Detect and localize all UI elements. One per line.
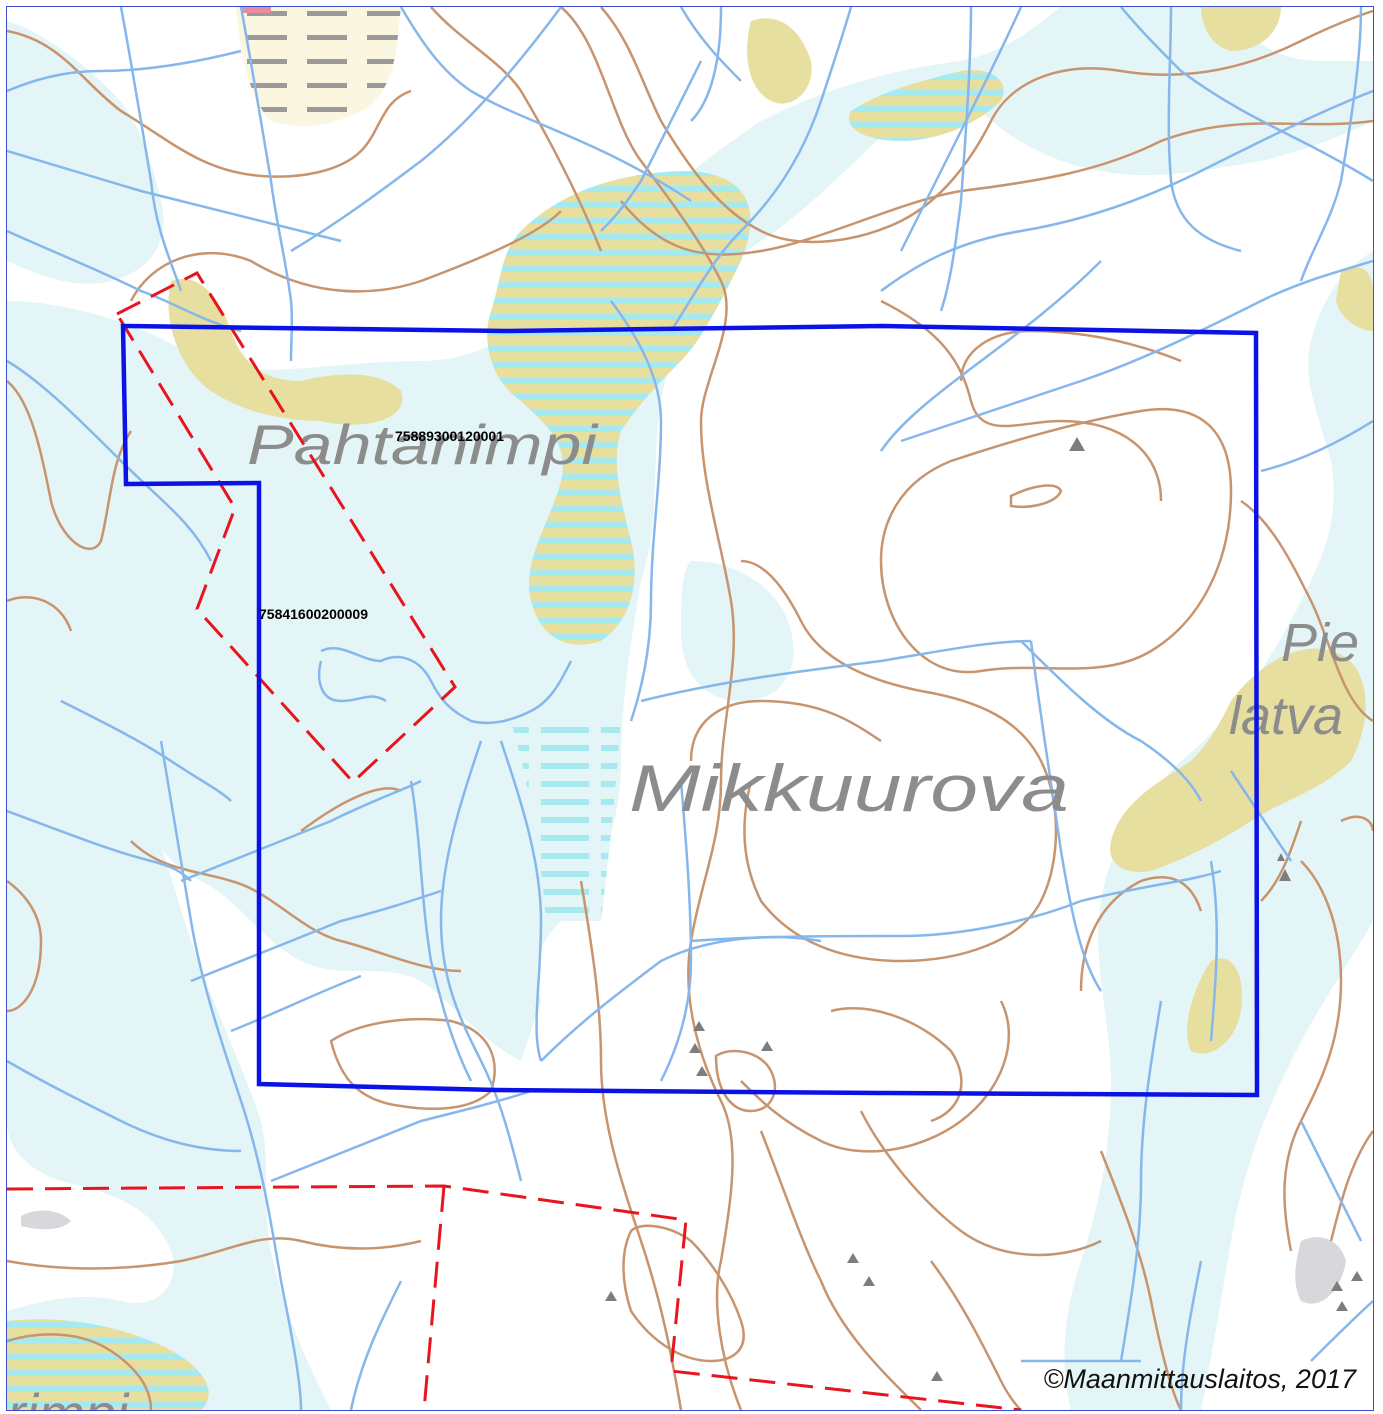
place-name-rimpi: rimpi bbox=[7, 1382, 130, 1410]
map-frame[interactable]: Pahtanimpi Mikkuurova Pie latva rimpi 75… bbox=[6, 6, 1374, 1411]
southern-parcel-divider[interactable] bbox=[422, 1185, 446, 1410]
sand-patches bbox=[168, 7, 1373, 1054]
parcel-id-north[interactable]: 75889300120001 bbox=[395, 428, 504, 444]
place-name-mikkuurova: Mikkuurova bbox=[629, 751, 1069, 825]
field-area bbox=[236, 7, 401, 127]
copyright-notice: ©Maanmittauslaitos, 2017 bbox=[1043, 1364, 1357, 1394]
parcel-75841600200009-boundary[interactable] bbox=[114, 271, 457, 785]
southern-parcel-boundary[interactable] bbox=[7, 1184, 1022, 1410]
pink-area bbox=[241, 7, 271, 13]
streams bbox=[7, 7, 1373, 1410]
contour-lines bbox=[7, 7, 1373, 1410]
place-name-latva: latva bbox=[1229, 686, 1343, 746]
area-boundary[interactable] bbox=[120, 323, 1260, 1098]
place-name-pahtanimpi: Pahtanimpi bbox=[247, 413, 599, 476]
parcel-boundaries[interactable] bbox=[7, 271, 1022, 1410]
rock-symbols bbox=[605, 437, 1363, 1381]
marsh-areas bbox=[7, 70, 1004, 1410]
topographic-map[interactable]: Pahtanimpi Mikkuurova Pie latva rimpi 75… bbox=[7, 7, 1373, 1410]
rock-patches bbox=[21, 1210, 1346, 1304]
place-name-pie: Pie bbox=[1281, 613, 1359, 673]
parcel-id-west[interactable]: 75841600200009 bbox=[259, 606, 368, 622]
